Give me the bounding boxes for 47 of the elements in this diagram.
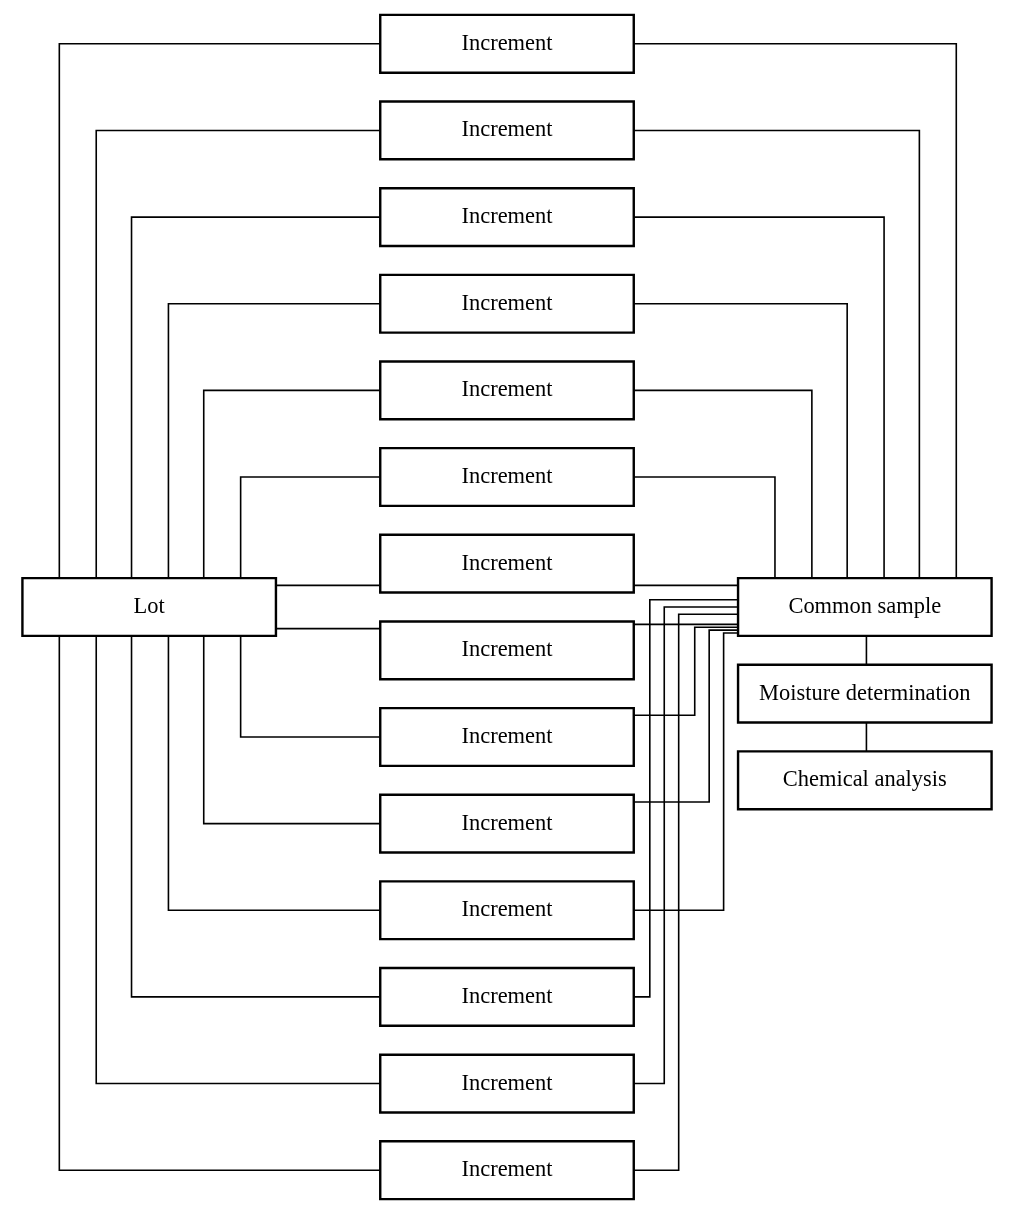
node-box: Increment: [379, 100, 635, 161]
node-box: Lot: [21, 576, 278, 638]
connector: [633, 476, 776, 579]
node-box: Increment: [379, 1140, 635, 1201]
connector: [239, 476, 381, 579]
node-box: Increment: [379, 273, 635, 334]
connector: [202, 389, 381, 579]
node-box: Chemical analysis: [736, 750, 993, 811]
node-box: Increment: [379, 360, 635, 421]
connector: [633, 389, 813, 579]
connector: [865, 635, 868, 666]
connector: [58, 635, 381, 1171]
node-box: Increment: [379, 880, 635, 941]
node-box: Common sample: [736, 576, 993, 638]
node-box: Increment: [379, 446, 635, 508]
connector: [130, 216, 381, 579]
node-box: Increment: [379, 706, 635, 768]
connector: [633, 613, 739, 1171]
connector: [633, 302, 848, 579]
connector: [275, 584, 381, 587]
connector: [130, 635, 381, 998]
connector: [167, 635, 381, 912]
connector: [95, 635, 381, 1085]
connector: [633, 632, 739, 912]
node-box: Increment: [379, 966, 635, 1027]
connector: [633, 606, 739, 1085]
node-box: Increment: [379, 13, 635, 74]
node-box: Increment: [379, 620, 635, 681]
connector: [633, 43, 958, 579]
node-box: Increment: [379, 1053, 635, 1114]
connector: [865, 722, 868, 752]
connector: [167, 302, 381, 579]
connector: [202, 635, 381, 825]
connector: [95, 129, 381, 579]
connector: [633, 626, 739, 717]
node-box: Increment: [379, 187, 635, 248]
connector: [633, 216, 885, 579]
connector: [633, 584, 739, 587]
connector: [633, 623, 739, 626]
connector: [239, 635, 381, 738]
connector: [58, 43, 381, 579]
node-box: Moisture determination: [736, 663, 993, 724]
node-box: Increment: [379, 793, 635, 854]
connector: [275, 627, 381, 630]
connector: [633, 129, 921, 579]
node-box: Increment: [379, 533, 635, 594]
connector: [633, 629, 739, 803]
